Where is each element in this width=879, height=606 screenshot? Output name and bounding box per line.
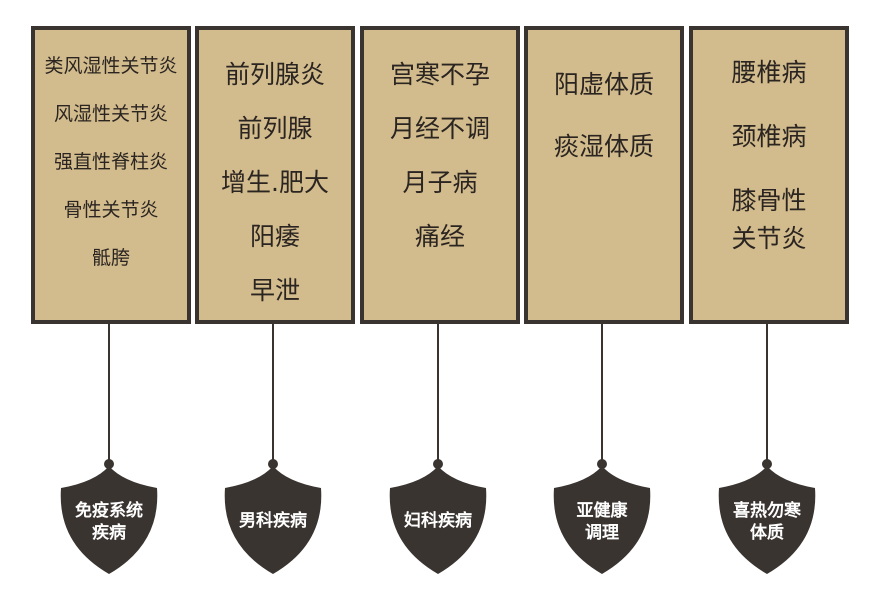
connector-line — [766, 324, 768, 464]
category-label: 妇科疾病 — [404, 511, 472, 531]
category-label: 喜热勿寒体质 — [733, 501, 801, 543]
condition-item: 骶胯 — [91, 247, 130, 269]
shield-icon — [224, 459, 322, 574]
category-label: 亚健康调理 — [576, 501, 628, 543]
condition-box: 腰椎病 颈椎病 膝骨性 关节炎 — [689, 26, 849, 324]
condition-item: 前列腺炎 — [224, 60, 325, 89]
condition-item: 早泄 — [249, 276, 300, 305]
column-gynecology: 宫寒不孕 月经不调 月子病 痛经 妇科疾病 — [360, 0, 522, 606]
category-label: 男科疾病 — [239, 511, 307, 531]
connector-line — [437, 324, 439, 464]
column-subhealth: 阳虚体质 痰湿体质 亚健康调理 — [524, 0, 686, 606]
condition-item: 前列腺 — [237, 114, 313, 143]
condition-item: 阳虚体质 — [553, 70, 654, 99]
connector-line — [108, 324, 110, 464]
category-label: 免疫系统疾病 — [75, 501, 143, 543]
column-mens-health: 前列腺炎 前列腺 增生.肥大 阳痿 早泄 男科疾病 — [195, 0, 357, 606]
condition-item: 月经不调 — [389, 114, 490, 143]
condition-box: 宫寒不孕 月经不调 月子病 痛经 — [360, 26, 520, 324]
condition-item: 腰椎病 — [731, 58, 807, 87]
condition-item: 月子病 — [402, 168, 478, 197]
shield-icon — [60, 459, 158, 574]
condition-item: 颈椎病 — [731, 122, 807, 151]
column-immune: 类风湿性关节炎 风湿性关节炎 强直性脊柱炎 骨性关节炎 骶胯 免疫系统疾病 — [31, 0, 193, 606]
condition-item: 痰湿体质 — [553, 132, 654, 161]
condition-item: 风湿性关节炎 — [53, 103, 168, 125]
condition-item: 阳痿 — [249, 222, 300, 251]
connector-line — [601, 324, 603, 464]
condition-item: 宫寒不孕 — [389, 60, 490, 89]
condition-item: 增生.肥大 — [221, 168, 329, 197]
connector-line — [272, 324, 274, 464]
condition-box: 阳虚体质 痰湿体质 — [524, 26, 684, 324]
condition-item: 痛经 — [414, 222, 465, 251]
shield-icon — [718, 459, 816, 574]
condition-box: 类风湿性关节炎 风湿性关节炎 强直性脊柱炎 骨性关节炎 骶胯 — [31, 26, 191, 324]
shield-icon — [553, 459, 651, 574]
condition-item: 膝骨性 — [731, 186, 807, 215]
column-cold-constitution: 腰椎病 颈椎病 膝骨性 关节炎 喜热勿寒体质 — [689, 0, 851, 606]
shield-icon — [389, 459, 487, 574]
condition-item: 骨性关节炎 — [63, 199, 159, 221]
condition-item: 强直性脊柱炎 — [53, 151, 168, 173]
condition-box: 前列腺炎 前列腺 增生.肥大 阳痿 早泄 — [195, 26, 355, 324]
condition-item: 关节炎 — [731, 224, 807, 253]
condition-item: 类风湿性关节炎 — [44, 55, 178, 77]
